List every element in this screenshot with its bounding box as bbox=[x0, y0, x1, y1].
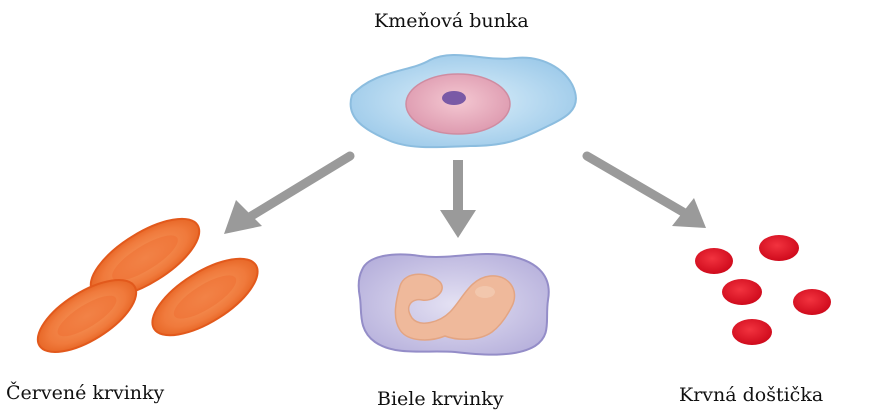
white-blood-cell bbox=[359, 254, 549, 355]
arrow-to-red-cells bbox=[224, 156, 350, 234]
platelet bbox=[722, 279, 762, 305]
white-cells-label: Biele krvinky bbox=[377, 388, 504, 410]
platelets bbox=[695, 235, 831, 345]
platelets-label: Krvná doštička bbox=[679, 384, 823, 406]
stem-cell-nucleolus bbox=[442, 91, 466, 105]
arrow-to-white-cells bbox=[440, 160, 476, 238]
platelet bbox=[793, 289, 831, 315]
white-cell-body bbox=[359, 254, 549, 355]
platelet bbox=[695, 248, 733, 274]
red-blood-cell bbox=[27, 266, 147, 366]
arrow-to-platelets bbox=[587, 156, 706, 228]
red-cells-label: Červené krvinky bbox=[6, 382, 164, 404]
platelet bbox=[759, 235, 799, 261]
stem-cell bbox=[351, 55, 576, 147]
stem-cell-label: Kmeňová bunka bbox=[374, 10, 529, 32]
platelet bbox=[732, 319, 772, 345]
